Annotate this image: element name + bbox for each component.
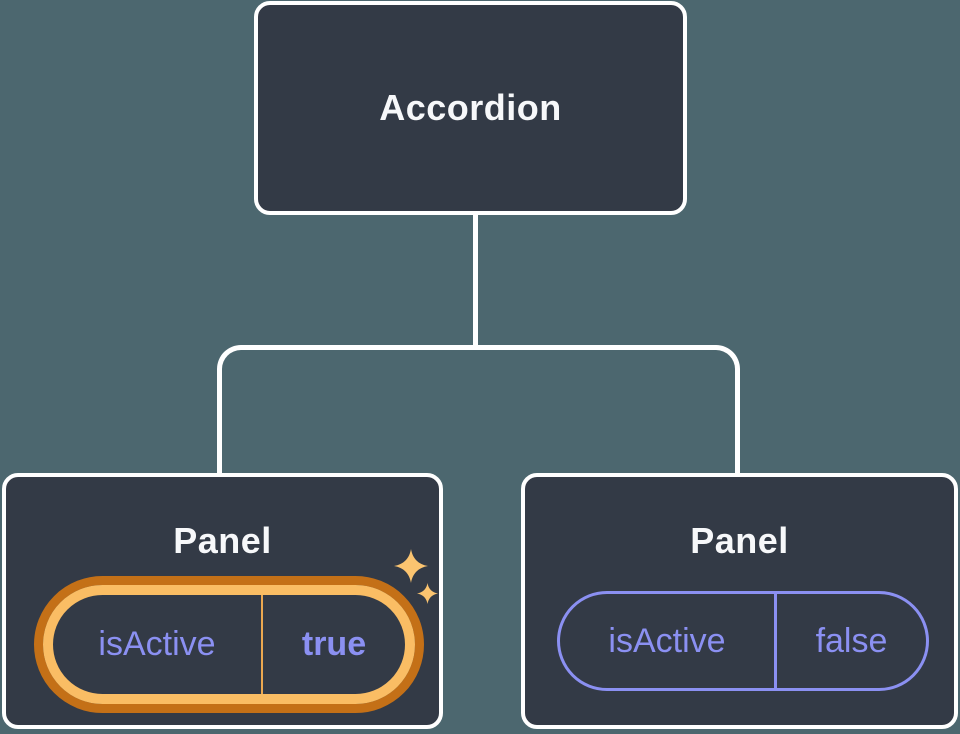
prop-value: true [301, 625, 367, 663]
tree-node-accordion: Accordion [254, 1, 687, 215]
prop-pill-active-highlight: isActive true [34, 576, 424, 713]
prop-pill-divider [774, 594, 777, 688]
prop-name: isActive [98, 625, 216, 663]
tree-node-panel-active: Panel isActive true [2, 473, 443, 729]
tree-node-panel-inactive: Panel isActive false [521, 473, 958, 729]
prop-value: false [815, 621, 888, 660]
sparkle-icon [394, 549, 428, 583]
prop-pill-active: isActive true [43, 585, 415, 704]
sparkle-icon [417, 583, 438, 604]
accordion-node-label: Accordion [379, 87, 562, 128]
prop-pill-divider [261, 595, 263, 694]
connector-bracket [217, 345, 740, 473]
prop-name: isActive [608, 621, 726, 660]
prop-pill-inactive: isActive false [557, 591, 929, 691]
connector-stem [473, 215, 478, 346]
panel-node-label: Panel [173, 520, 272, 561]
panel-node-label: Panel [690, 520, 789, 561]
